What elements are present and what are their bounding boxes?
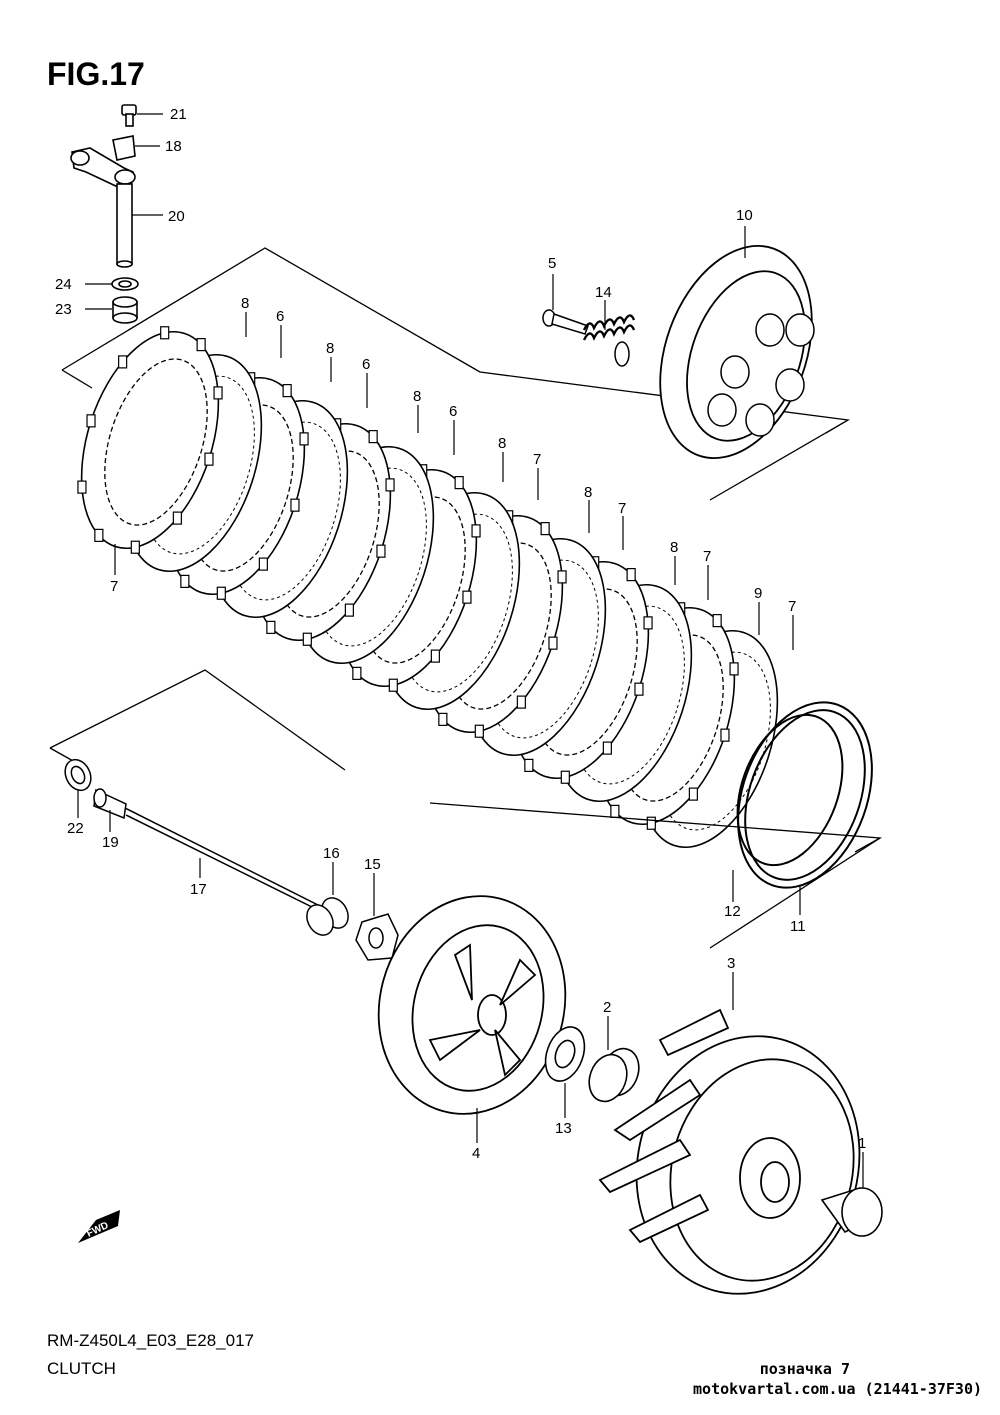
friction-plate [77,326,223,554]
spring-rings [736,701,873,889]
callout-23: 23 [55,301,72,318]
callout-7d: 7 [788,598,796,615]
callout-4: 4 [472,1145,480,1162]
callout-17: 17 [190,881,207,898]
callout-1: 1 [858,1135,866,1152]
spacer [820,1187,883,1237]
release-arm-assembly [70,104,139,324]
callout-22: 22 [67,820,84,837]
callout-8a: 8 [241,295,249,312]
callout-20: 20 [168,208,185,225]
callout-6c: 6 [449,403,457,420]
callout-8f: 8 [670,539,678,556]
callout-6a: 6 [276,308,284,325]
callout-6b: 6 [362,356,370,373]
plate-group-bracket [61,247,850,501]
clutch-sleeve-hub [377,895,567,1115]
callout-18: 18 [165,138,182,155]
fwd-label: FWD [85,1220,110,1240]
callout-7c: 7 [703,548,711,565]
callout-5: 5 [548,255,556,272]
callout-labels: 21 18 20 24 23 10 5 14 8 6 8 6 8 6 8 7 8… [55,106,866,1162]
callout-2: 2 [603,999,611,1016]
push-rod-assembly [64,758,399,961]
callout-11: 11 [790,918,806,935]
callout-21: 21 [170,106,187,123]
callout-8b: 8 [326,340,334,357]
callout-13: 13 [555,1120,572,1137]
note-label: позначка 7 [759,1360,850,1378]
callout-24: 24 [55,276,72,293]
callout-12: 12 [724,903,741,920]
callout-7b: 7 [618,500,626,517]
note-source: motokvartal.com.ua (21441-37F30) [693,1380,982,1398]
callout-14: 14 [595,284,612,301]
callout-9: 9 [754,585,762,602]
callout-8e: 8 [584,484,592,501]
forward-arrow-icon: FWD [78,1210,120,1243]
callout-15: 15 [364,856,381,873]
figure-title: FIG.17 [47,56,145,92]
model-code: RM-Z450L4_E03_E28_017 [47,1331,254,1350]
section-name: CLUTCH [47,1359,116,1378]
hub-group-bracket [49,669,882,949]
callout-10: 10 [736,207,753,224]
callout-7e: 7 [110,578,118,595]
callout-19: 19 [102,834,119,851]
bolt-and-spring [542,309,636,367]
callout-3: 3 [727,955,735,972]
leader-lines [77,113,864,1188]
thrust-washer-and-needle-bearing [544,1026,640,1103]
pressure-plate [659,244,815,460]
clutch-housing [598,1008,861,1295]
callout-16: 16 [323,845,340,862]
callout-7a: 7 [533,451,541,468]
callout-8c: 8 [413,388,421,405]
callout-8d: 8 [498,435,506,452]
clutch-plate-stack [77,326,779,849]
